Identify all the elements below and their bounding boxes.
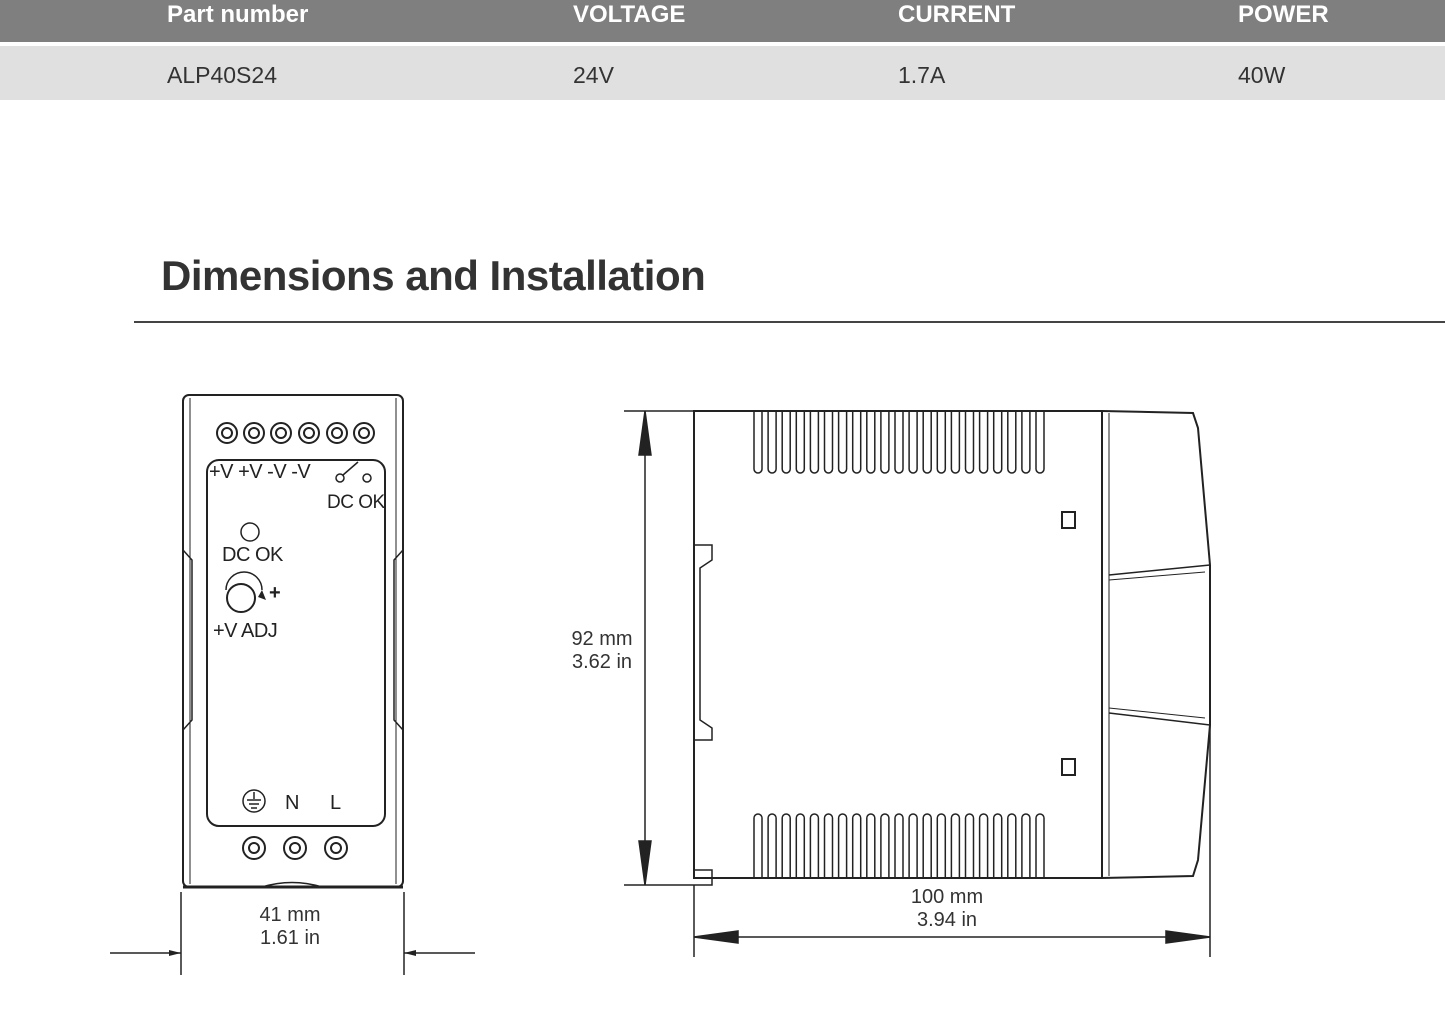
header-current: CURRENT bbox=[898, 1, 1016, 28]
vent-slots bbox=[753, 411, 1045, 878]
top-vent-slot bbox=[880, 411, 890, 474]
front-width-in: 1.61 in bbox=[259, 927, 321, 949]
bottom-vent-slot bbox=[880, 813, 890, 878]
top-vent-slot bbox=[964, 411, 975, 474]
top-vent-slot bbox=[908, 411, 918, 474]
bottom-vent-slot bbox=[753, 813, 763, 878]
top-vent-slot bbox=[809, 411, 820, 474]
top-vent-slot bbox=[950, 411, 961, 474]
cell-part-number: ALP40S24 bbox=[167, 62, 277, 88]
header-power: POWER bbox=[1238, 1, 1329, 28]
header-part-number: Part number bbox=[167, 1, 309, 28]
bottom-vent-slot bbox=[795, 813, 806, 878]
cell-voltage: 24V bbox=[573, 62, 614, 88]
side-depth-in: 3.94 in bbox=[916, 909, 978, 931]
top-vent-slot bbox=[753, 411, 763, 474]
top-vent-slot bbox=[866, 411, 876, 474]
front-width-mm: 41 mm bbox=[259, 904, 321, 926]
bottom-vent-slot bbox=[992, 813, 1003, 878]
bottom-vent-slot bbox=[894, 813, 904, 878]
front-width-label: 41 mm 1.61 in bbox=[240, 904, 340, 950]
header-voltage: VOLTAGE bbox=[573, 1, 686, 28]
bottom-vent-slot bbox=[950, 813, 961, 878]
top-vent-slot bbox=[922, 411, 932, 474]
front-label-panel bbox=[206, 459, 386, 827]
top-vent-slot bbox=[781, 411, 791, 474]
side-height-label: 92 mm 3.62 in bbox=[560, 628, 644, 674]
adjust-knob-icon bbox=[225, 571, 266, 613]
bottom-vent-slot bbox=[978, 813, 989, 878]
line-label: L bbox=[330, 792, 341, 814]
top-vent-slot bbox=[1035, 411, 1045, 474]
side-height-in: 3.62 in bbox=[571, 651, 633, 673]
bottom-vent-slot bbox=[781, 813, 791, 878]
top-terminal-screws bbox=[216, 422, 375, 444]
relay-switch-icon bbox=[335, 461, 372, 483]
section-divider bbox=[134, 321, 1445, 323]
table-row: ALP40S24 24V 1.7A 40W bbox=[0, 46, 1445, 100]
header-divider bbox=[0, 42, 1445, 46]
neutral-label: N bbox=[285, 792, 299, 814]
side-depth-dimension bbox=[693, 725, 1211, 957]
dc-ok-led-icon bbox=[240, 522, 260, 542]
din-rail-clip bbox=[694, 544, 713, 741]
bottom-terminal-screws bbox=[242, 836, 348, 860]
top-vent-slot bbox=[823, 411, 834, 474]
side-front-cover bbox=[1101, 410, 1211, 879]
bottom-vent-slot bbox=[936, 813, 947, 878]
top-terminal-labels: +V +V -V -V bbox=[209, 461, 311, 483]
cell-current: 1.7A bbox=[898, 62, 946, 88]
top-vent-slot bbox=[795, 411, 806, 474]
side-housing bbox=[693, 410, 1103, 879]
adjust-label: +V ADJ bbox=[213, 620, 278, 642]
top-vent-slot bbox=[767, 411, 777, 474]
top-vent-slot bbox=[1021, 411, 1031, 474]
top-vent-slot bbox=[936, 411, 947, 474]
top-vent-slot bbox=[978, 411, 989, 474]
ground-icon bbox=[242, 789, 266, 813]
side-depth-label: 100 mm 3.94 in bbox=[897, 886, 997, 932]
relay-label: DC OK bbox=[327, 492, 385, 513]
bottom-vent-slot bbox=[837, 813, 848, 878]
front-width-dimension bbox=[110, 892, 475, 975]
section-title: Dimensions and Installation bbox=[161, 252, 706, 299]
top-vent-slot bbox=[837, 411, 848, 474]
bottom-vent-slot bbox=[964, 813, 975, 878]
bottom-vent-slot bbox=[809, 813, 820, 878]
adjust-plus-label: + bbox=[269, 582, 281, 604]
side-height-mm: 92 mm bbox=[571, 628, 633, 650]
side-height-dimension bbox=[624, 410, 694, 886]
bottom-vent-slot bbox=[866, 813, 876, 878]
bottom-vent-slot bbox=[1035, 813, 1045, 878]
top-vent-slot bbox=[1007, 411, 1017, 474]
cell-power: 40W bbox=[1238, 62, 1286, 88]
bottom-vent-slot bbox=[823, 813, 834, 878]
bottom-vent-slot bbox=[922, 813, 932, 878]
bottom-vent-slot bbox=[908, 813, 918, 878]
front-view bbox=[182, 394, 404, 889]
bottom-vent-slot bbox=[1007, 813, 1017, 878]
side-depth-mm: 100 mm bbox=[910, 886, 984, 908]
bottom-vent-slot bbox=[767, 813, 777, 878]
table-header-row: Part number VOLTAGE CURRENT POWER bbox=[0, 0, 1445, 42]
top-vent-slot bbox=[851, 411, 862, 474]
bottom-vent-slot bbox=[1021, 813, 1031, 878]
bottom-vent-slot bbox=[851, 813, 862, 878]
top-vent-slot bbox=[894, 411, 904, 474]
top-vent-slot bbox=[992, 411, 1003, 474]
led-label: DC OK bbox=[222, 544, 283, 566]
